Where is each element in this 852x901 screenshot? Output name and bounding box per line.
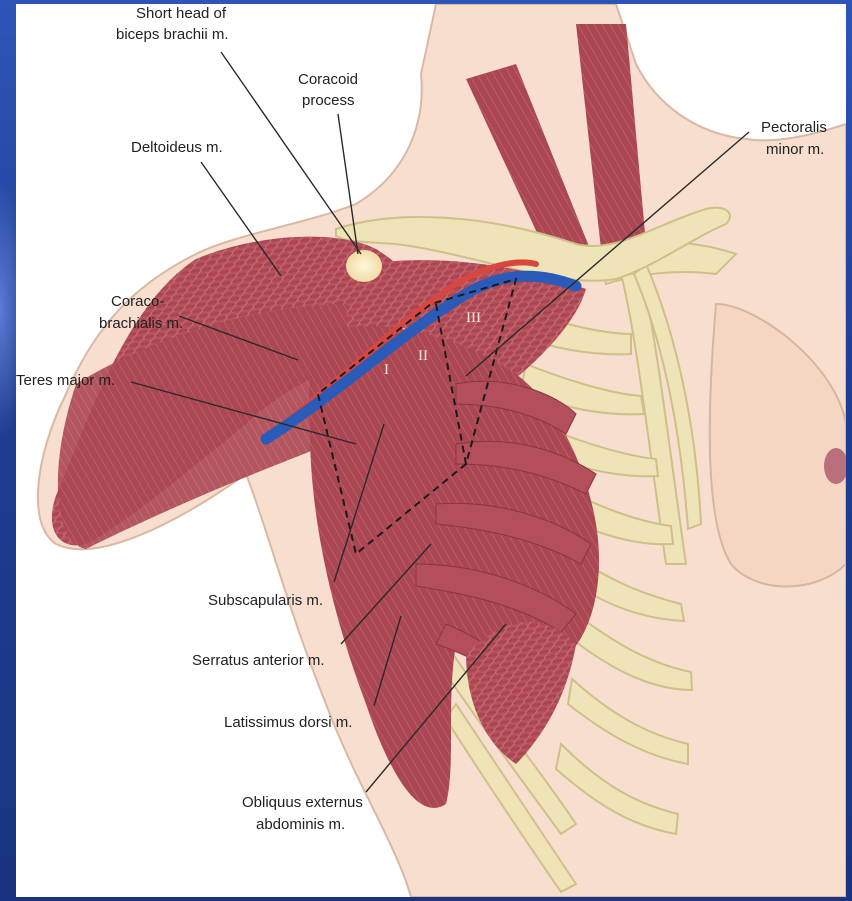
label-coracoid-2: process bbox=[302, 92, 355, 109]
label-obliquus: Obliquus externus bbox=[242, 794, 363, 811]
level-1-label: I bbox=[384, 362, 389, 378]
label-subscapularis: Subscapularis m. bbox=[208, 592, 323, 609]
label-obliquus-2: abdominis m. bbox=[256, 816, 345, 833]
label-coraco: Coraco- bbox=[111, 293, 164, 310]
label-coraco-2: brachialis m. bbox=[99, 315, 183, 332]
coracoid-process bbox=[346, 250, 382, 282]
level-2-label: II bbox=[418, 348, 428, 364]
level-3-label: III bbox=[466, 310, 481, 326]
label-coracoid: Coracoid bbox=[298, 71, 358, 88]
anatomy-figure: I II III Short head of biceps brachii m.… bbox=[16, 4, 846, 897]
axilla-illustration: I II III Short head of biceps brachii m.… bbox=[16, 4, 846, 897]
label-short-head-2: biceps brachii m. bbox=[116, 26, 229, 43]
label-short-head: Short head of bbox=[136, 5, 227, 22]
label-latissimus: Latissimus dorsi m. bbox=[224, 714, 352, 731]
label-deltoideus: Deltoideus m. bbox=[131, 139, 223, 156]
label-serratus: Serratus anterior m. bbox=[192, 652, 325, 669]
label-teres-major: Teres major m. bbox=[16, 372, 115, 389]
label-pectoralis: Pectoralis bbox=[761, 119, 827, 136]
label-pectoralis-2: minor m. bbox=[766, 141, 824, 158]
